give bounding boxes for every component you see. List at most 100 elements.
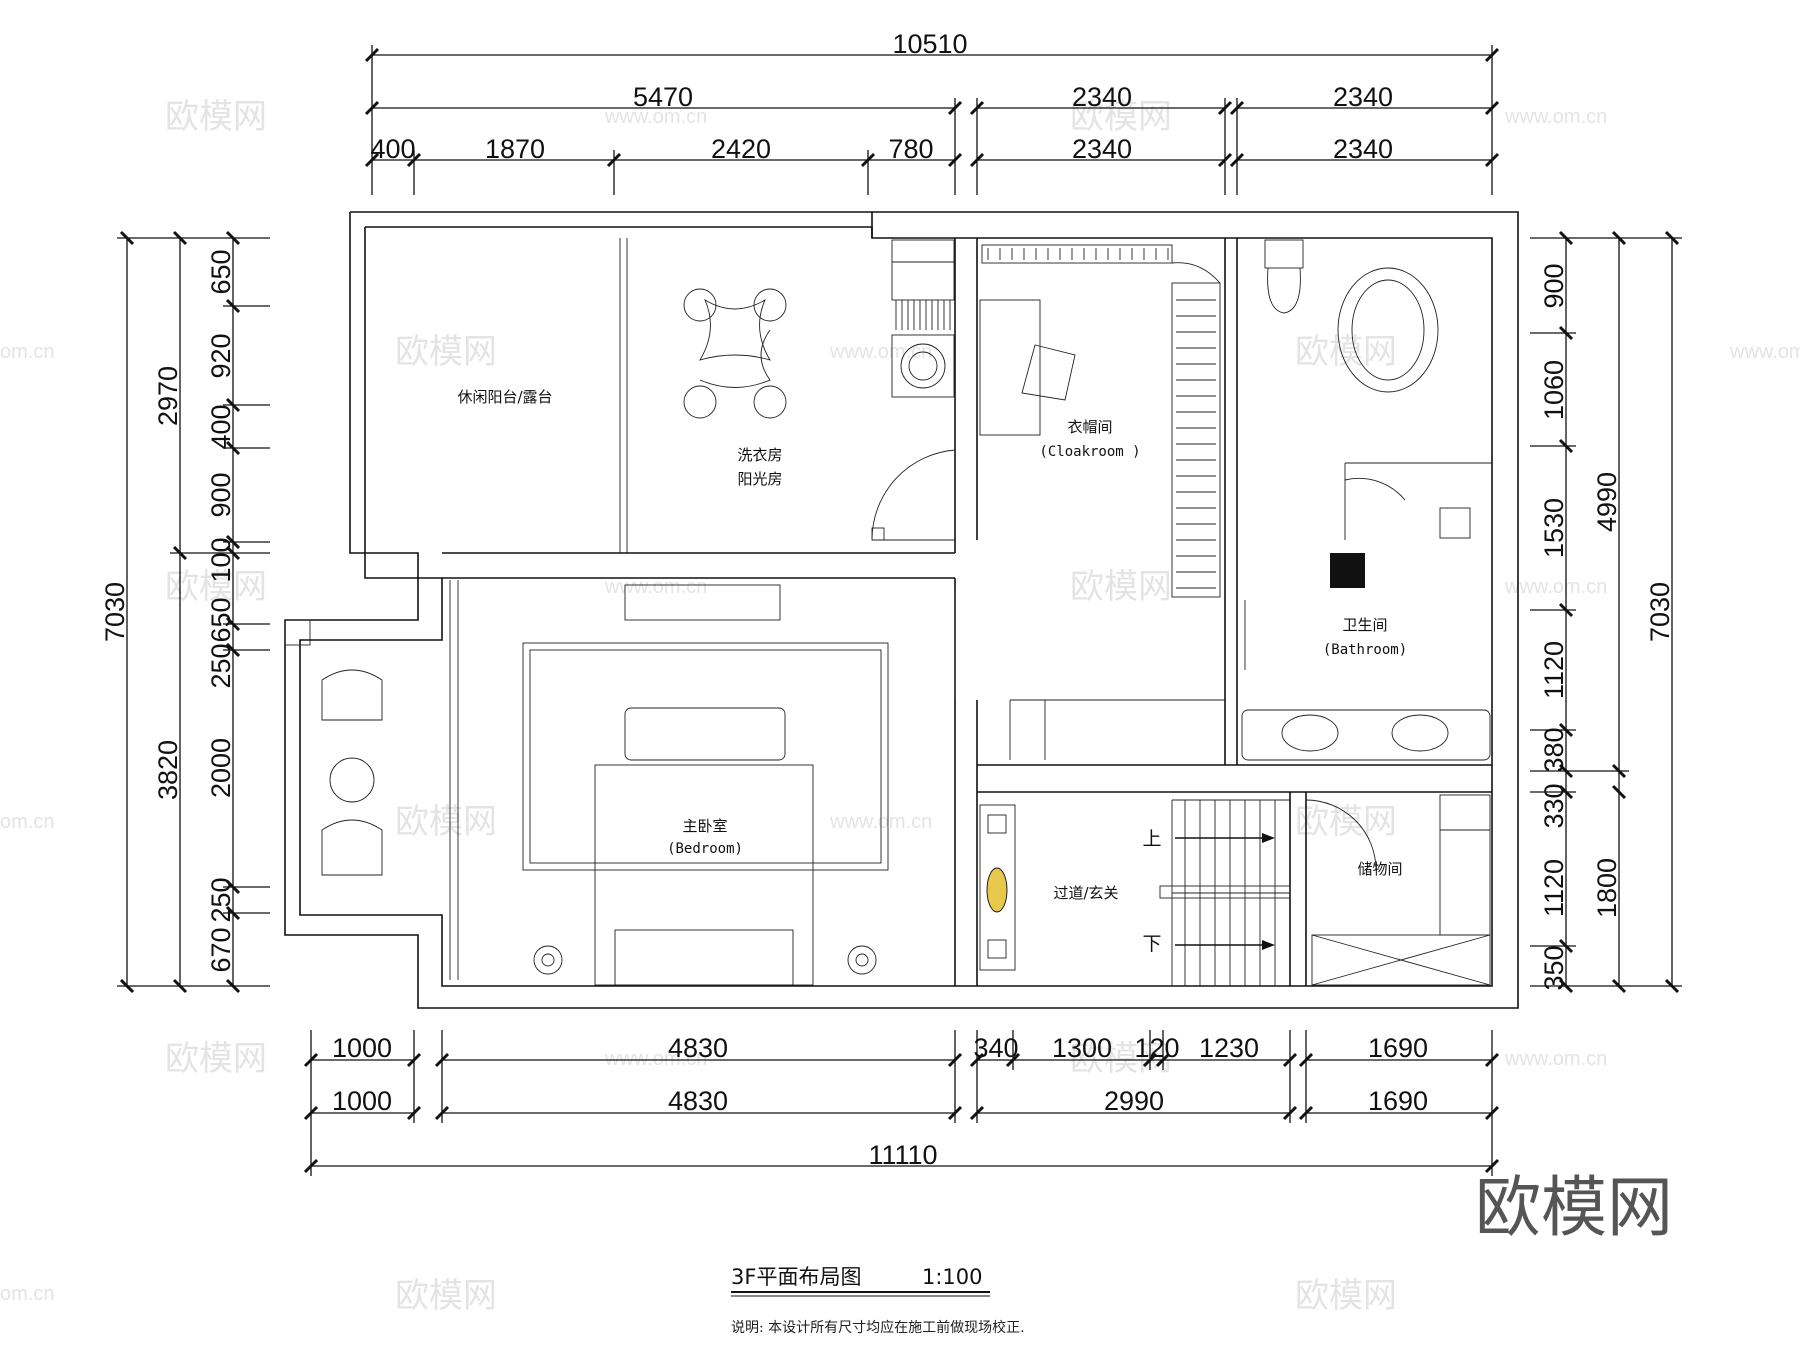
dim-right: 330 <box>1539 783 1569 828</box>
top-dimensions: 10510 5470 2340 2340 400 1870 2420 780 2… <box>364 29 1500 195</box>
dim-left: 3820 <box>153 740 183 800</box>
wardrobe-rack <box>979 244 1246 670</box>
watermark-url: om.cn <box>0 1283 54 1305</box>
drawing-note: 说明: 本设计所有尺寸均应在施工前做现场校正. <box>731 1319 1025 1336</box>
dim-bottom: 4830 <box>668 1033 728 1063</box>
dim-top: 2340 <box>1072 134 1132 164</box>
dim-bottom: 1000 <box>332 1033 392 1063</box>
watermark: 欧模网 <box>1295 332 1397 372</box>
dim-right: 900 <box>1539 263 1569 308</box>
dim-left: 2970 <box>153 366 183 426</box>
dim-right: 1800 <box>1592 858 1622 918</box>
room-label-cloakroom-en: (Cloakroom ) <box>1039 444 1140 460</box>
drawing-title: 3F平面布局图 <box>731 1265 861 1289</box>
dim-left: 900 <box>206 472 236 517</box>
dim-bottom: 340 <box>973 1033 1018 1063</box>
dim-top: 1870 <box>485 134 545 164</box>
bottom-dimensions: 1000 4830 340 1300 120 1230 1690 1000 48… <box>303 1030 1500 1176</box>
dim-top: 2340 <box>1333 82 1393 112</box>
dim-bottom: 120 <box>1134 1033 1179 1063</box>
dim-top: 2340 <box>1072 82 1132 112</box>
dim-right: 1530 <box>1539 498 1569 558</box>
dim-right: 4990 <box>1592 472 1622 532</box>
watermark-url: www.om.cn <box>1729 341 1800 363</box>
dim-right-total: 7030 <box>1645 582 1675 642</box>
room-label-bedroom-en: (Bedroom) <box>667 841 743 857</box>
room-label-bathroom: 卫生间 <box>1342 616 1387 634</box>
dim-top: 5470 <box>633 82 693 112</box>
bedroom-furniture <box>449 580 956 986</box>
dim-top-total: 10510 <box>892 29 967 59</box>
dim-left: 2000 <box>206 738 236 798</box>
room-label-cloakroom: 衣帽间 <box>1067 418 1112 436</box>
dim-bottom: 1230 <box>1199 1033 1259 1063</box>
right-dimensions: 900 1060 1530 1120 380 330 1120 350 4990… <box>1530 230 1682 994</box>
watermark: 欧模网 <box>1295 1276 1397 1316</box>
watermark: 欧模网 <box>165 97 267 137</box>
room-label-balcony: 休闲阳台/露台 <box>457 388 552 406</box>
dim-bottom: 1000 <box>332 1086 392 1116</box>
dim-bottom: 2990 <box>1104 1086 1164 1116</box>
dim-left: 100 <box>206 537 236 582</box>
storage-cabinets <box>1305 794 1491 986</box>
brand-logo: 欧模网 <box>1475 1169 1673 1246</box>
watermark-url: www.om.cn <box>1504 576 1607 598</box>
watermark-url: www.om.cn <box>604 106 707 128</box>
room-label-bathroom-en: (Bathroom) <box>1323 642 1407 658</box>
watermark: 欧模网 <box>1295 802 1397 842</box>
room-label-bedroom: 主卧室 <box>682 817 727 835</box>
watermark-url: www.om.cn <box>604 576 707 598</box>
watermark: 欧模网 <box>395 332 497 372</box>
dim-left: 250 <box>206 643 236 688</box>
dim-left: 670 <box>206 927 236 972</box>
title-block: 3F平面布局图 1:100 说明: 本设计所有尺寸均应在施工前做现场校正. 欧模… <box>731 1169 1673 1336</box>
watermark: 欧模网 <box>165 1039 267 1079</box>
dim-bottom: 1300 <box>1052 1033 1112 1063</box>
room-label-laundry: 洗衣房 <box>737 446 782 464</box>
dim-left: 920 <box>206 333 236 378</box>
drawing-scale: 1:100 <box>922 1265 983 1289</box>
watermark: 欧模网 <box>1070 1039 1172 1079</box>
dim-right: 1120 <box>1539 859 1569 917</box>
room-label-storage: 储物间 <box>1357 860 1402 878</box>
watermark-url: om.cn <box>0 341 54 363</box>
dim-top: 2420 <box>711 134 771 164</box>
dim-right: 1120 <box>1539 641 1569 699</box>
stair-down-label: 下 <box>1142 933 1161 955</box>
watermark-url: www.om.cn <box>829 341 932 363</box>
watermark-url: www.om.cn <box>1504 1048 1607 1070</box>
vase-icon <box>986 867 1008 913</box>
shaft-block <box>1330 553 1365 588</box>
dim-left-total: 7030 <box>100 582 130 642</box>
laundry-appliances <box>871 239 956 541</box>
stair-up-label: 上 <box>1142 828 1161 850</box>
watermark-url: www.om.cn <box>1504 106 1607 128</box>
left-dimensions: 7030 2970 3820 650 920 400 900 100 650 2… <box>100 230 270 994</box>
bathroom-fixtures <box>1241 239 1492 761</box>
dim-right: 350 <box>1539 945 1569 990</box>
watermark-url: om.cn <box>0 811 54 833</box>
dim-bottom: 1690 <box>1368 1033 1428 1063</box>
corridor-console <box>979 804 1016 971</box>
watermark-layer: 欧模网 欧模网 欧模网 欧模网 欧模网 欧模网 欧模网 欧模网 欧模网 欧模网 … <box>0 97 1800 1316</box>
watermark: 欧模网 <box>165 567 267 607</box>
dim-right: 1060 <box>1539 360 1569 420</box>
watermark: 欧模网 <box>395 1276 497 1316</box>
watermark: 欧模网 <box>395 802 497 842</box>
table-chairs <box>683 288 787 419</box>
room-labels: 休闲阳台/露台 洗衣房 阳光房 衣帽间 (Cloakroom ) 卫生间 (Ba… <box>457 388 1407 955</box>
room-label-sunroom: 阳光房 <box>737 470 782 488</box>
watermark: 欧模网 <box>1070 567 1172 607</box>
dim-left: 650 <box>206 597 236 642</box>
dim-left: 650 <box>206 249 236 294</box>
dim-right: 380 <box>1539 727 1569 772</box>
dim-left: 400 <box>206 404 236 449</box>
dim-bottom-total: 11110 <box>868 1140 937 1170</box>
dim-left: 250 <box>206 877 236 922</box>
dim-top: 780 <box>888 134 933 164</box>
dim-top: 400 <box>370 134 415 164</box>
room-label-hallway: 过道/玄关 <box>1053 884 1118 902</box>
watermark: 欧模网 <box>1070 97 1172 137</box>
dim-bottom: 1690 <box>1368 1086 1428 1116</box>
watermark-url: www.om.cn <box>604 1048 707 1070</box>
